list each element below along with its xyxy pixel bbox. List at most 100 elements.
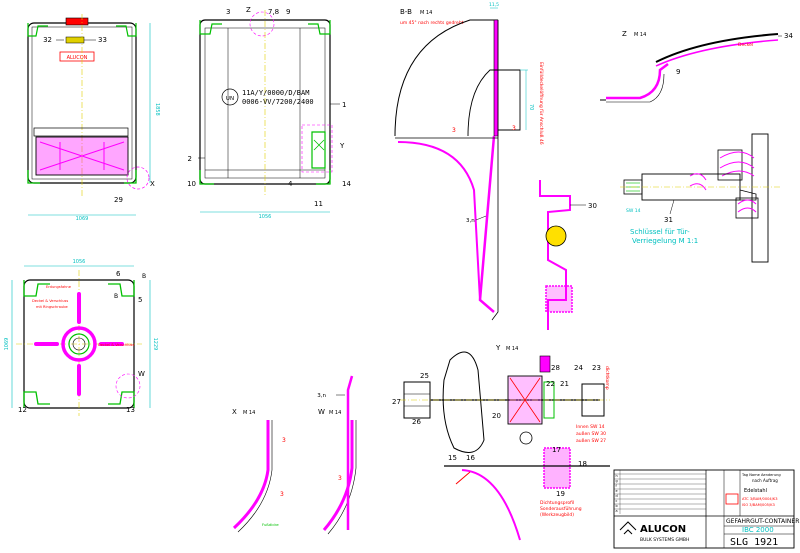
callout-14: 14 (342, 180, 351, 188)
front-pallet-top (33, 127, 129, 137)
un-symbol-text: UN (226, 96, 234, 102)
callout-5: 5 (138, 296, 142, 304)
top-note-2: Deckel & Verschluss (32, 299, 68, 303)
section-bb-title: B-B (400, 8, 412, 16)
section-b-b: B-B M 14 um 45° nach rechts gedreht 70 1… (394, 2, 544, 321)
front-dim-width-label: 1069 (76, 216, 89, 222)
lock-seal (545, 285, 573, 313)
side-detail-z-circle (249, 11, 275, 37)
front-logo-box (59, 51, 95, 62)
callout-4: 4 (288, 180, 293, 188)
un-symbol (221, 88, 239, 106)
detail-y-cap-nut (581, 383, 605, 417)
callout-12: 12 (18, 406, 27, 414)
detail-z-scale: M 14 (634, 32, 646, 38)
callout-3: 3 (226, 8, 230, 16)
detail-y: Y M 14 25 27 26 20 28 22 21 24 23 dichtk… (392, 344, 610, 541)
detail-y-scale: M 14 (506, 346, 518, 352)
rev-letter-e: e (616, 489, 618, 493)
title-block: h g f e d c b a Tag Name Aenderung nach … (613, 469, 799, 549)
front-logo-text: ALUCON (67, 55, 88, 61)
detail-x-weld-2: 3 (280, 491, 284, 498)
front-corner-tr (116, 23, 137, 37)
callout-33: 33 (98, 36, 107, 44)
callout-15: 15 (448, 454, 457, 462)
detail-z-label: Deckel (738, 42, 753, 48)
callout-13: 13 (126, 406, 135, 414)
detail-y-wrench-1: Innen SW 14 (576, 424, 605, 430)
front-detail-x-circle (126, 166, 150, 190)
detail-x-scale: M 14 (243, 410, 255, 416)
product-name: GEFAHRGUT-CONTAINER (726, 518, 799, 525)
rev-letter-h: h (616, 474, 618, 478)
callout-y: Y (339, 142, 345, 150)
product-variant: IBC 2000 (742, 526, 774, 534)
top-detail-w-circle (115, 373, 141, 399)
front-lid (65, 17, 89, 26)
rev-letter-d: d (616, 494, 618, 498)
detail-y-title: Y (495, 344, 501, 352)
top-note-1: Erdungsfahne (46, 285, 72, 289)
bam-marking-1: 11A/Y/0000/D/BAM (242, 89, 309, 97)
top-lid-ring (61, 326, 97, 362)
std-2: ISO 3/BAM/005/K3 (742, 503, 775, 507)
std-1: ATC 3/BAM/0004/K3 (742, 497, 778, 501)
key-detail: SW 14 31 Schlüssel für Tür- Verriegelung… (620, 133, 780, 263)
callout-18: 18 (578, 460, 587, 468)
detail-y-seal-1: Dichtungsprofil (540, 500, 574, 506)
front-view: ALUCON 1069 1858 32 33 29 X (27, 14, 160, 222)
section-bb-opening (467, 69, 521, 137)
callout-2: 2 (188, 155, 192, 163)
bam-marking-2: 0006-VV/7200/2400 (242, 98, 314, 106)
detail-w-wall (322, 420, 354, 531)
callout-23: 23 (592, 364, 601, 372)
detail-3n: 3,n (317, 375, 354, 530)
rev-letter-c: c (616, 499, 618, 503)
detail-y-wrench-2: außen SW 30 (576, 431, 606, 437)
callout-24: 24 (574, 364, 583, 372)
section-bb-weld-1: 3 (452, 127, 456, 134)
side-view: UN 11A/Y/0000/D/BAM 0006-VV/7200/2400 10… (187, 6, 351, 220)
key-caption-1: Schlüssel für Tür- (630, 228, 690, 236)
front-dim-height-label: 1858 (154, 103, 160, 116)
rev-letter-f: f (616, 484, 618, 488)
front-corner-tl (27, 23, 48, 37)
callout-11: 11 (314, 200, 323, 208)
callout-20: 20 (492, 412, 501, 420)
section-bb-opening-label: Einfülldeckelöffnung für Anschluß 46 (538, 62, 544, 145)
detail-x-wall (232, 420, 270, 530)
callout-9-z: 9 (676, 68, 680, 76)
front-pallet-crosses (39, 141, 125, 171)
detail-w-title: W (318, 408, 325, 416)
section-bb-base-curve (397, 141, 481, 301)
callout-x: X (150, 180, 155, 188)
callout-z: Z (246, 6, 251, 14)
top-dim-height-right: 1229 (152, 338, 158, 351)
key-caption-2: Verriegelung M 1:1 (632, 237, 698, 245)
callout-17: 17 (552, 446, 561, 454)
rev-letter-a: a (616, 509, 618, 513)
detail-3n-wall (346, 375, 354, 530)
rev-note: nach Auftrag (752, 478, 778, 483)
section-bb-outer-arc (394, 19, 498, 137)
detail-y-washer (543, 381, 555, 419)
side-door-fitting (311, 131, 326, 169)
callout-10: 10 (187, 180, 196, 188)
key-sw-label: SW 14 (626, 208, 641, 214)
rev-letter-g: g (616, 479, 618, 483)
side-detail-y-box (301, 124, 333, 173)
drawing-number: SLG 1921 (730, 537, 778, 548)
callout-34: 34 (784, 32, 793, 40)
detail-3n-label: 3,n (317, 393, 326, 399)
section-bb-dim-top: 11,5 (489, 2, 499, 8)
top-dim-width-label: 1056 (73, 259, 86, 265)
section-bb-wall (493, 19, 499, 137)
section-bb-scale: M 14 (420, 10, 432, 16)
callout-32: 32 (43, 36, 52, 44)
alucon-logo (619, 521, 637, 535)
detail-z-title: Z (622, 30, 627, 38)
detail-y-side-label: dichtkomp (604, 366, 610, 390)
lock-profile: 30 (539, 180, 597, 330)
detail-x-weld-1: 3 (282, 437, 286, 444)
detail-z-neck (606, 63, 669, 100)
